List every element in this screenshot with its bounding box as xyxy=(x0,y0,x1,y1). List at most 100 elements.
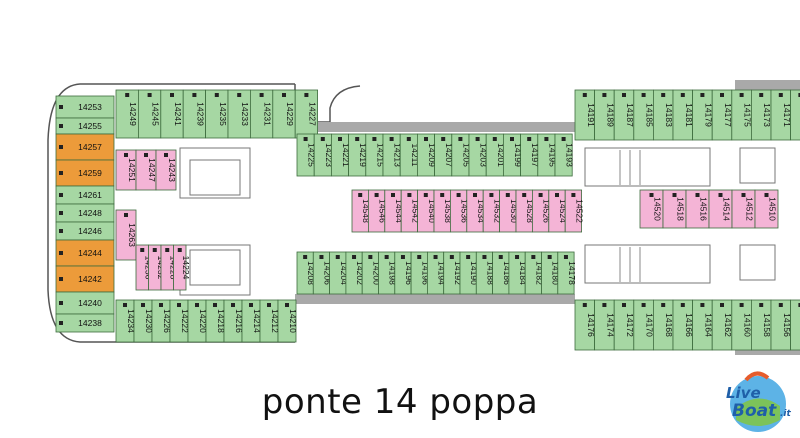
cabin-number: 14234 xyxy=(126,309,136,333)
cabin-14214[interactable]: 14214 xyxy=(241,299,262,343)
cabin-14219[interactable]: 14219 xyxy=(348,133,369,177)
cabin-14546[interactable]: 14546 xyxy=(367,189,388,233)
cabin-14530[interactable]: 14530 xyxy=(499,189,519,233)
cabin-14247[interactable]: 14247 xyxy=(135,149,157,191)
cabin-14160[interactable]: 14160 xyxy=(731,299,753,351)
cabin-14235[interactable]: 14235 xyxy=(205,89,229,139)
cabin-14174[interactable]: 14174 xyxy=(594,299,616,351)
cabin-14520[interactable]: 14520 xyxy=(639,189,664,229)
cabin-14177[interactable]: 14177 xyxy=(711,89,733,141)
cabin-14158[interactable]: 14158 xyxy=(751,299,772,351)
cabin-14189[interactable]: 14189 xyxy=(594,89,616,141)
cabin-14221[interactable]: 14221 xyxy=(330,133,351,177)
cabin-14218[interactable]: 14218 xyxy=(205,299,226,343)
cabin-14238[interactable]: 14238 xyxy=(55,313,115,333)
cabin-14210[interactable]: 14210 xyxy=(277,299,298,343)
cabin-14207[interactable]: 14207 xyxy=(434,133,455,177)
cabin-14216[interactable]: 14216 xyxy=(223,299,244,343)
cabin-14203[interactable]: 14203 xyxy=(468,133,489,177)
cabin-14191[interactable]: 14191 xyxy=(574,89,596,141)
cabin-14248[interactable]: 14248 xyxy=(55,203,115,223)
cabin-14259[interactable]: 14259 xyxy=(55,159,115,187)
cabin-number: 14530 xyxy=(509,199,519,223)
cabin-14194[interactable]: 14194 xyxy=(426,251,447,295)
cabin-14226[interactable]: 14226 xyxy=(151,299,172,343)
cabin-14245[interactable]: 14245 xyxy=(137,89,162,139)
cabin-14168[interactable]: 14168 xyxy=(653,299,674,351)
cabin-14208[interactable]: 14208 xyxy=(296,251,316,295)
cabin-14251[interactable]: 14251 xyxy=(115,149,137,191)
cabin-14172[interactable]: 14172 xyxy=(613,299,635,351)
cabin-14156[interactable]: 14156 xyxy=(770,299,792,351)
cabin-number: 14212 xyxy=(270,309,280,333)
cabin-14230[interactable]: 14230 xyxy=(133,299,154,343)
cabin-14166[interactable]: 14166 xyxy=(672,299,694,351)
cabin-14233[interactable]: 14233 xyxy=(227,89,251,139)
cabin-14211[interactable]: 14211 xyxy=(399,133,420,177)
cabin-number: 14202 xyxy=(355,261,365,285)
cabin-14246[interactable]: 14246 xyxy=(55,221,115,241)
cabin-14176[interactable]: 14176 xyxy=(574,299,596,351)
cabin-14512[interactable]: 14512 xyxy=(731,189,756,229)
cabin-14184[interactable]: 14184 xyxy=(508,251,528,295)
cabin-14516[interactable]: 14516 xyxy=(685,189,710,229)
cabin-14187[interactable]: 14187 xyxy=(613,89,635,141)
cabin-14522[interactable]: 14522 xyxy=(564,189,584,233)
cabin-14241[interactable]: 14241 xyxy=(160,89,184,139)
cabin-14244[interactable]: 14244 xyxy=(55,239,115,267)
cabin-14169[interactable]: 14169 xyxy=(790,89,800,141)
cabin-14171[interactable]: 14171 xyxy=(770,89,792,141)
cabin-14193[interactable]: 14193 xyxy=(554,133,575,177)
cabin-14225[interactable]: 14225 xyxy=(296,133,317,177)
cabin-14222[interactable]: 14222 xyxy=(169,299,190,343)
cabin-14178[interactable]: 14178 xyxy=(557,251,577,295)
cabin-14154[interactable]: 14154 xyxy=(790,299,800,351)
cabin-14253[interactable]: 14253 xyxy=(55,95,115,119)
cabin-number: 14171 xyxy=(782,103,792,127)
cabin-14179[interactable]: 14179 xyxy=(692,89,714,141)
cabin-14231[interactable]: 14231 xyxy=(249,89,274,139)
cabin-14229[interactable]: 14229 xyxy=(272,89,296,139)
cabin-14536[interactable]: 14536 xyxy=(449,189,470,233)
cabin-14175[interactable]: 14175 xyxy=(731,89,753,141)
cabin-14209[interactable]: 14209 xyxy=(416,133,437,177)
cabin-14514[interactable]: 14514 xyxy=(708,189,733,229)
cabin-14182[interactable]: 14182 xyxy=(524,251,544,295)
cabin-14181[interactable]: 14181 xyxy=(672,89,694,141)
cabin-14205[interactable]: 14205 xyxy=(451,133,472,177)
cabin-number: 14532 xyxy=(492,199,502,223)
cabin-14183[interactable]: 14183 xyxy=(653,89,674,141)
cabin-14224[interactable]: 14224 xyxy=(173,244,191,291)
cabin-14261[interactable]: 14261 xyxy=(55,185,115,205)
cabin-14195[interactable]: 14195 xyxy=(537,133,558,177)
cabin-14213[interactable]: 14213 xyxy=(382,133,403,177)
cabin-14164[interactable]: 14164 xyxy=(692,299,714,351)
cabin-14215[interactable]: 14215 xyxy=(365,133,386,177)
cabin-14518[interactable]: 14518 xyxy=(662,189,687,229)
cabin-14234[interactable]: 14234 xyxy=(115,299,136,343)
cabin-14249[interactable]: 14249 xyxy=(115,89,139,139)
cabin-number: 14210 xyxy=(288,309,298,333)
cabin-14243[interactable]: 14243 xyxy=(155,149,177,191)
cabin-14212[interactable]: 14212 xyxy=(259,299,280,343)
cabin-14510[interactable]: 14510 xyxy=(754,189,779,229)
cabin-14227[interactable]: 14227 xyxy=(294,89,319,139)
cabin-14197[interactable]: 14197 xyxy=(520,133,541,177)
cabin-14162[interactable]: 14162 xyxy=(711,299,733,351)
cabin-14240[interactable]: 14240 xyxy=(55,291,115,315)
cabin-14223[interactable]: 14223 xyxy=(313,133,334,177)
cabin-14239[interactable]: 14239 xyxy=(182,89,206,139)
cabin-14257[interactable]: 14257 xyxy=(55,133,115,161)
cabin-14538[interactable]: 14538 xyxy=(433,189,453,233)
cabin-14263[interactable]: 14263 xyxy=(115,209,137,261)
cabin-14173[interactable]: 14173 xyxy=(751,89,772,141)
cabin-14242[interactable]: 14242 xyxy=(55,265,115,293)
cabin-14185[interactable]: 14185 xyxy=(633,89,655,141)
cabin-number: 14227 xyxy=(307,102,317,126)
cabin-14526[interactable]: 14526 xyxy=(532,189,552,233)
cabin-14255[interactable]: 14255 xyxy=(55,117,115,135)
cabin-14220[interactable]: 14220 xyxy=(187,299,208,343)
cabin-14170[interactable]: 14170 xyxy=(633,299,655,351)
cabin-14199[interactable]: 14199 xyxy=(502,133,523,177)
cabin-14201[interactable]: 14201 xyxy=(485,133,506,177)
